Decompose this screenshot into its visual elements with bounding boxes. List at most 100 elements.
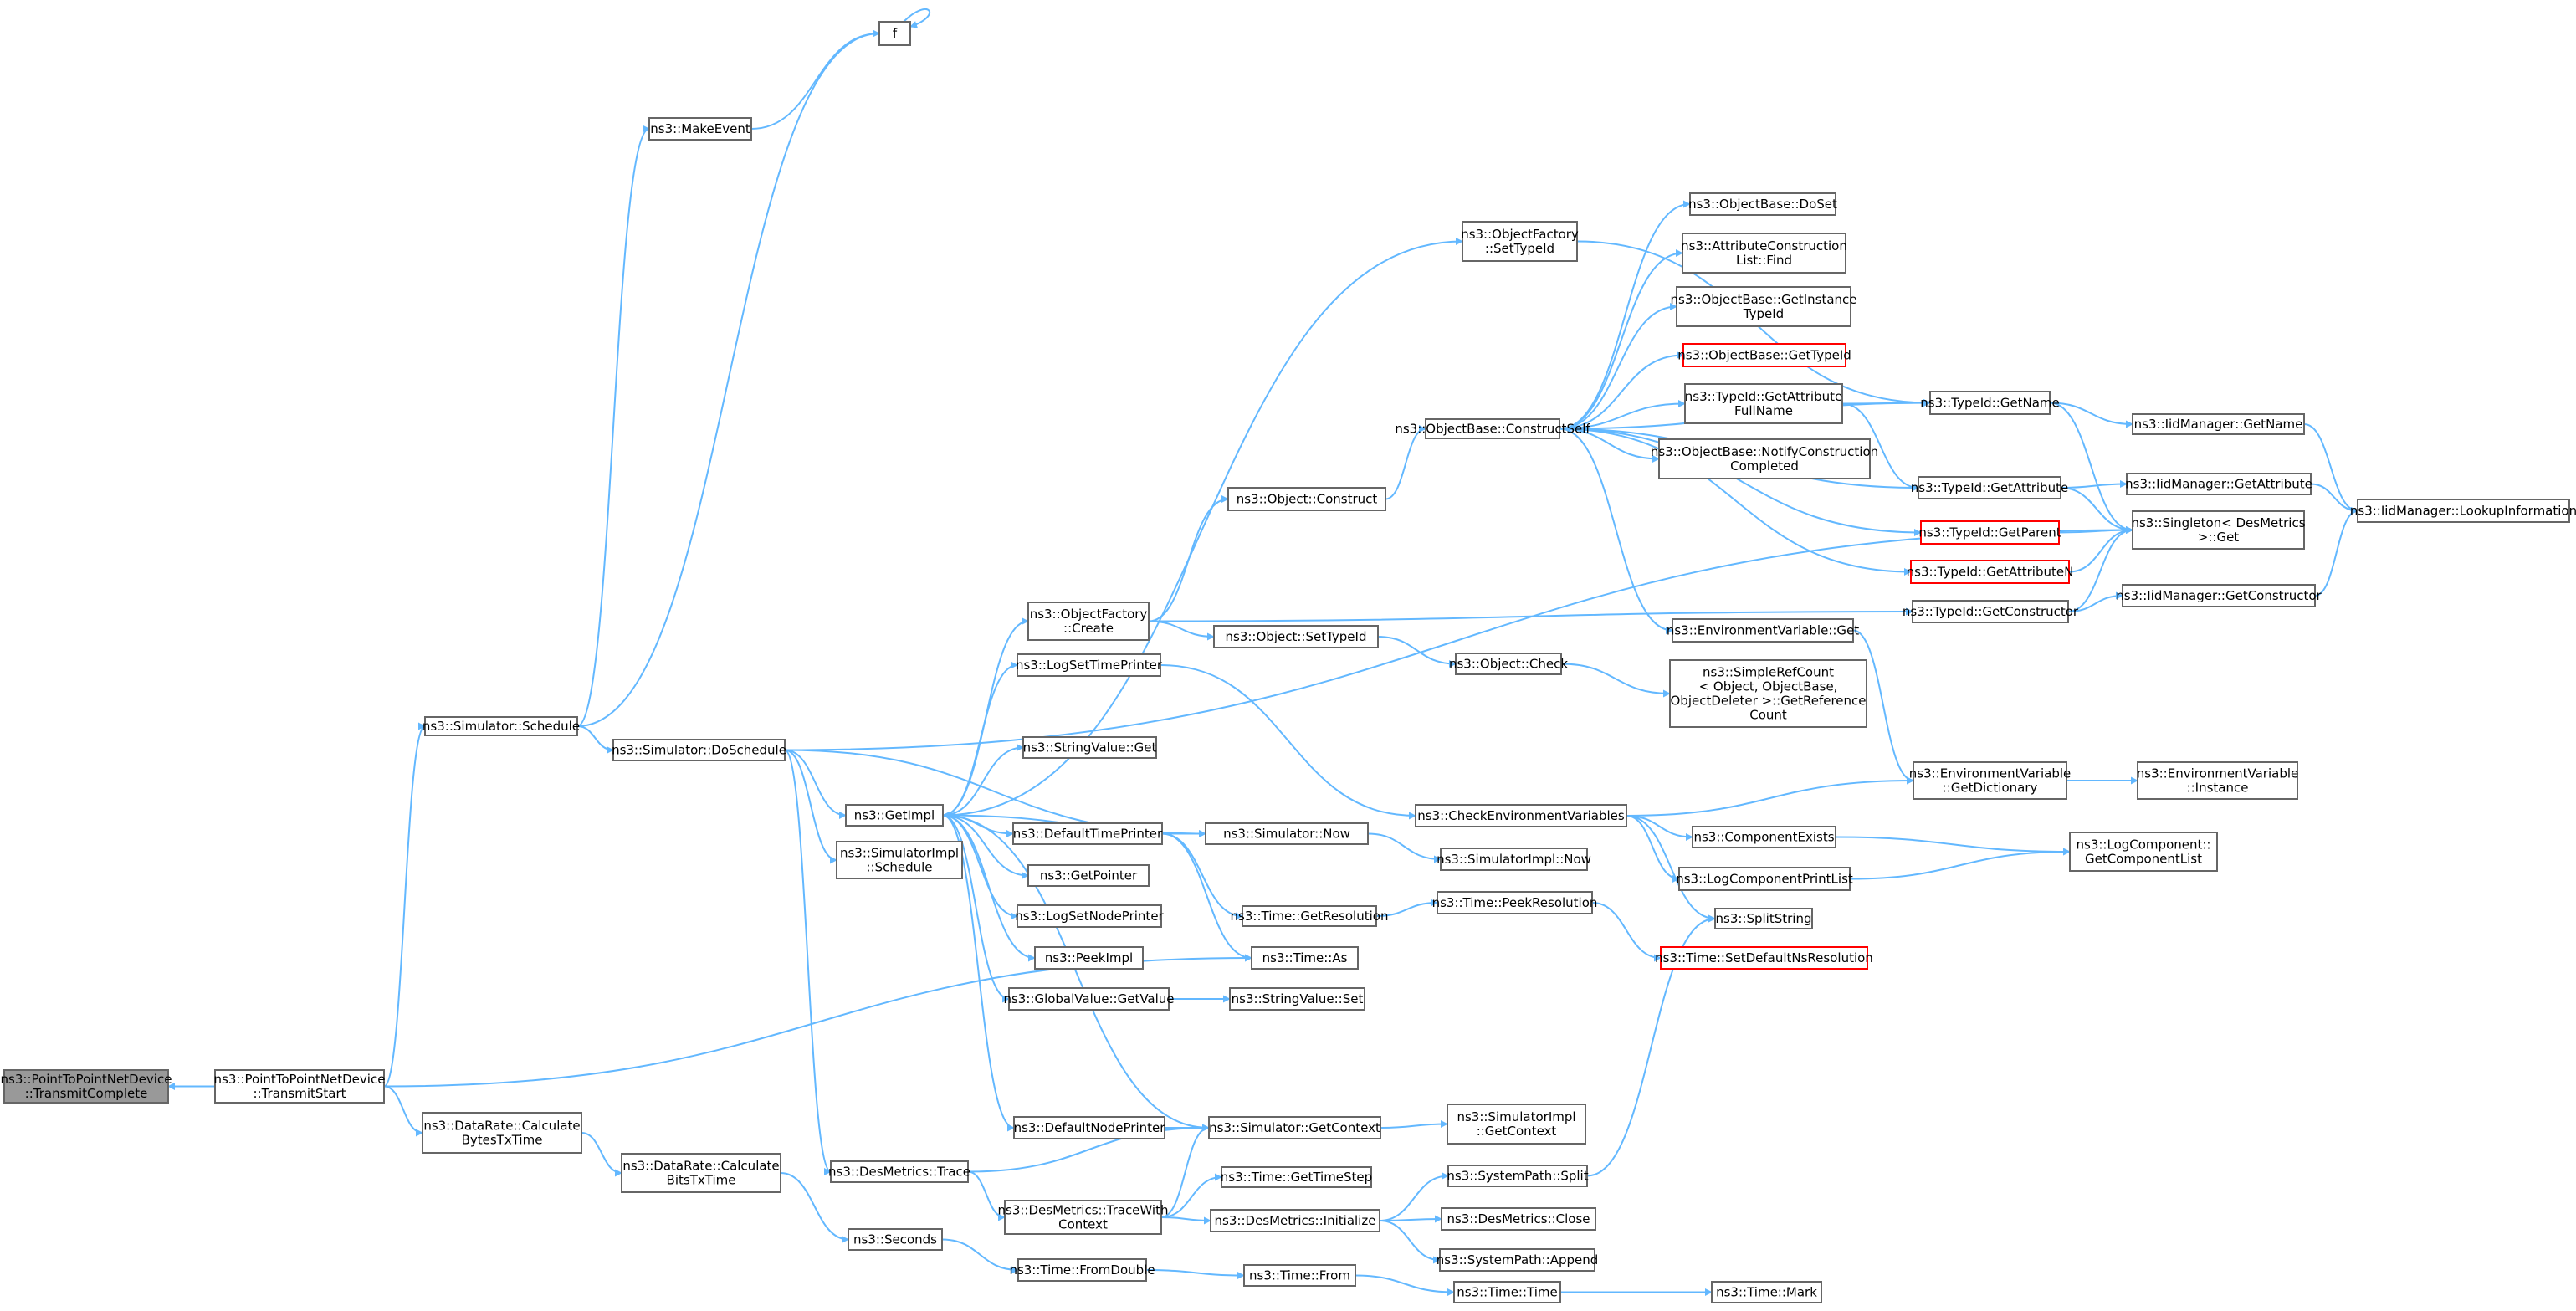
node-envinst[interactable]: ns3::EnvironmentVariable::Instance <box>2137 761 2298 800</box>
node-iidgetattr[interactable]: ns3::IidManager::GetAttribute <box>2125 473 2312 495</box>
node-box[interactable] <box>1439 1248 1595 1272</box>
node-box[interactable] <box>1017 904 1162 928</box>
node-envget[interactable]: ns3::EnvironmentVariable::Get <box>1667 618 1859 643</box>
node-logsetnode[interactable]: ns3::LogSetNodePrinter <box>1015 904 1165 928</box>
node-peekimpl[interactable]: ns3::PeekImpl <box>1034 946 1144 970</box>
node-box[interactable] <box>1208 1116 1381 1139</box>
node-box[interactable] <box>1205 822 1369 845</box>
node-box[interactable] <box>1425 418 1560 439</box>
node-box[interactable] <box>1221 1166 1372 1188</box>
node-box[interactable] <box>1437 891 1593 914</box>
node-dosched[interactable]: ns3::Simulator::DoSchedule <box>612 739 786 761</box>
node-root[interactable]: ns3::PointToPointNetDevice::TransmitComp… <box>1 1069 172 1104</box>
node-ofcreate[interactable]: ns3::ObjectFactory::Create <box>1027 602 1150 641</box>
node-box[interactable] <box>845 804 944 827</box>
node-box[interactable] <box>2126 473 2312 495</box>
node-box[interactable] <box>1684 383 1843 424</box>
node-box[interactable] <box>1920 520 2060 545</box>
node-box[interactable] <box>1210 1209 1380 1232</box>
node-tidgetctor[interactable]: ns3::TypeId::GetConstructor <box>1903 600 2079 623</box>
node-deftime[interactable]: ns3::DefaultTimePrinter <box>1012 822 1163 845</box>
node-box[interactable] <box>1669 659 1867 728</box>
node-getpointer[interactable]: ns3::GetPointer <box>1027 864 1150 887</box>
node-checkenv[interactable]: ns3::CheckEnvironmentVariables <box>1415 804 1627 827</box>
node-dmtrace[interactable]: ns3::DesMetrics::Trace <box>828 1160 970 1183</box>
node-box[interactable] <box>621 1153 781 1193</box>
node-getimpl[interactable]: ns3::GetImpl <box>845 804 944 827</box>
node-box[interactable] <box>1440 848 1588 871</box>
node-obdoset[interactable]: ns3::ObjectBase::DoSet <box>1688 192 1837 216</box>
node-sched[interactable]: ns3::Simulator::Schedule <box>423 716 580 736</box>
node-getres[interactable]: ns3::Time::GetResolution <box>1231 905 1389 927</box>
node-splitstring[interactable]: ns3::SplitString <box>1714 908 1813 929</box>
node-tidgetattrn[interactable]: ns3::TypeId::GetAttributeN <box>1907 560 2074 584</box>
node-tidgetparent[interactable]: ns3::TypeId::GetParent <box>1918 520 2061 545</box>
node-box[interactable] <box>1213 625 1379 648</box>
node-box[interactable] <box>1022 736 1157 759</box>
node-box[interactable] <box>1918 476 2061 499</box>
node-box[interactable] <box>1455 653 1562 675</box>
node-fromdouble[interactable]: ns3::Time::FromDouble <box>1009 1258 1155 1282</box>
node-simimplsched[interactable]: ns3::SimulatorImpl::Schedule <box>836 841 963 879</box>
node-box[interactable] <box>1658 438 1871 479</box>
node-box[interactable] <box>1462 221 1578 262</box>
node-simigetctx[interactable]: ns3::SimulatorImpl::GetContext <box>1447 1104 1586 1145</box>
node-box[interactable] <box>2122 584 2316 607</box>
node-box[interactable] <box>424 716 578 736</box>
node-box[interactable] <box>422 1112 582 1154</box>
node-box[interactable] <box>1913 761 2067 800</box>
node-box[interactable] <box>214 1069 385 1104</box>
node-timemark[interactable]: ns3::Time::Mark <box>1711 1281 1822 1303</box>
node-box[interactable] <box>1441 1207 1596 1231</box>
node-dminit[interactable]: ns3::DesMetrics::Initialize <box>1210 1209 1380 1232</box>
node-box[interactable] <box>878 21 911 46</box>
node-makeevent[interactable]: ns3::MakeEvent <box>648 117 752 141</box>
node-dmclose[interactable]: ns3::DesMetrics::Close <box>1441 1207 1596 1231</box>
node-box[interactable] <box>1672 618 1854 643</box>
node-box[interactable] <box>1447 1165 1588 1187</box>
node-defnode[interactable]: ns3::DefaultNodePrinter <box>1013 1116 1166 1139</box>
node-box[interactable] <box>1034 946 1144 970</box>
node-timeas[interactable]: ns3::Time::As <box>1251 946 1359 970</box>
node-box[interactable] <box>1027 864 1150 887</box>
node-box[interactable] <box>1242 905 1377 927</box>
node-obgettid[interactable]: ns3::ObjectBase::GetTypeId <box>1677 343 1851 367</box>
node-box[interactable] <box>1714 908 1813 929</box>
node-seconds[interactable]: ns3::Seconds <box>848 1228 943 1251</box>
node-gvgetvalue[interactable]: ns3::GlobalValue::GetValue <box>1003 987 1175 1011</box>
node-box[interactable] <box>1453 1281 1561 1303</box>
node-box[interactable] <box>1678 867 1851 891</box>
node-box[interactable] <box>1689 192 1836 216</box>
node-lcgetlist[interactable]: ns3::LogComponent::GetComponentList <box>2069 832 2218 872</box>
node-spsplit[interactable]: ns3::SystemPath::Split <box>1447 1165 1589 1187</box>
node-box[interactable] <box>1660 946 1868 970</box>
node-ofsettid[interactable]: ns3::ObjectFactory::SetTypeId <box>1461 221 1579 262</box>
node-timefrom[interactable]: ns3::Time::From <box>1243 1264 1356 1287</box>
node-iidgetname[interactable]: ns3::IidManager::GetName <box>2132 413 2305 435</box>
node-svget[interactable]: ns3::StringValue::Get <box>1022 736 1157 759</box>
node-box[interactable] <box>1227 487 1386 511</box>
node-box[interactable] <box>1682 233 1846 274</box>
node-box[interactable] <box>612 739 786 761</box>
node-box[interactable] <box>1027 602 1150 641</box>
node-peekres[interactable]: ns3::Time::PeekResolution <box>1432 891 1598 914</box>
node-singleton[interactable]: ns3::Singleton< DesMetrics>::Get <box>2131 510 2306 550</box>
node-box[interactable] <box>1008 987 1170 1011</box>
node-setdefns[interactable]: ns3::Time::SetDefaultNsResolution <box>1655 946 1873 970</box>
node-box[interactable] <box>1004 1200 1162 1235</box>
node-objconstruct[interactable]: ns3::Object::Construct <box>1227 487 1386 511</box>
node-box[interactable] <box>1447 1104 1586 1145</box>
node-box[interactable] <box>2137 761 2298 800</box>
node-obconstructself[interactable]: ns3::ObjectBase::ConstructSelf <box>1395 418 1590 439</box>
node-simnow[interactable]: ns3::Simulator::Now <box>1205 822 1369 845</box>
node-ts[interactable]: ns3::PointToPointNetDevice::TransmitStar… <box>214 1069 386 1104</box>
node-box[interactable] <box>2357 499 2570 523</box>
node-box[interactable] <box>1415 804 1627 827</box>
node-box[interactable] <box>1017 1258 1147 1282</box>
node-envgetdict[interactable]: ns3::EnvironmentVariable::GetDictionary <box>1909 761 2071 800</box>
node-box[interactable] <box>1711 1281 1822 1303</box>
